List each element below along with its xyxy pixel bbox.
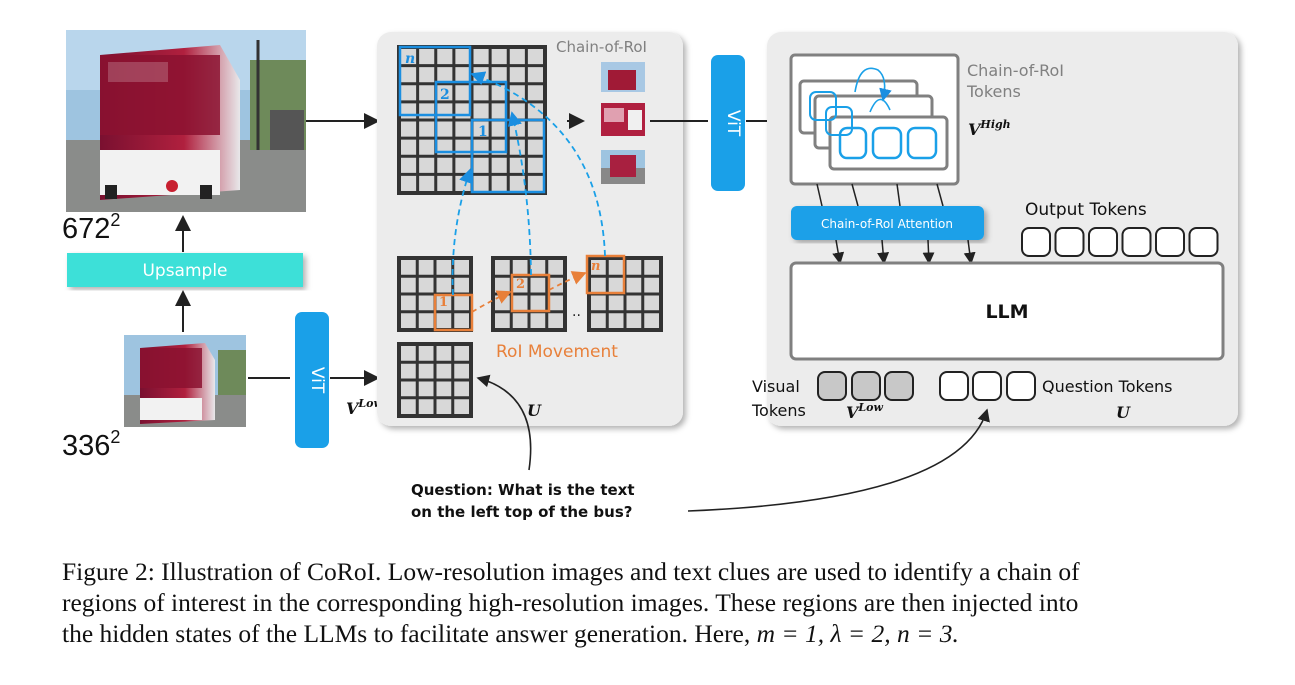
- chain-of-roi-attention-box: [791, 206, 984, 240]
- low-res-bus-image: [124, 335, 246, 427]
- tokens-title-1: Chain-of-RoI: [967, 61, 1064, 80]
- chain-of-roi-attention-label: Chain-of-RoI Attention: [821, 217, 953, 231]
- visual-tokens-label-1: Visual: [752, 377, 800, 396]
- roi-crop-3: [601, 150, 645, 184]
- visual-tokens-label-2: Tokens: [751, 401, 806, 420]
- v-low-symbol-right: V: [846, 403, 860, 422]
- v-high-symbol: V: [968, 120, 982, 139]
- low-res-grid-u: [397, 342, 473, 418]
- v-high-sup: High: [979, 118, 1010, 131]
- low-roi-marker-1: 1: [439, 295, 448, 310]
- vit-right-label: ViT: [723, 110, 743, 137]
- output-token-box: [1021, 227, 1051, 257]
- output-token-box: [1188, 227, 1219, 257]
- caption-line-2: regions of interest in the corresponding…: [62, 588, 1079, 617]
- svg-text:VLow: VLow: [346, 397, 383, 418]
- vit-right: [711, 55, 745, 191]
- tokens-title-2: Tokens: [966, 82, 1021, 101]
- chain-of-roi-tokens: [789, 53, 960, 186]
- llm-box: [789, 261, 1225, 361]
- question-tokens-label: Question Tokens: [1042, 377, 1173, 396]
- upsample-box: [67, 253, 303, 287]
- high-res-exp: 2: [110, 210, 120, 230]
- svg-text:VLow: VLow: [846, 401, 883, 422]
- llm-label: LLM: [985, 301, 1028, 323]
- low-res-exp: 2: [110, 427, 120, 447]
- roi-crop-2: [601, 103, 645, 136]
- question-line-1: Question: What is the text: [411, 481, 635, 499]
- v-low-sup: Low: [357, 397, 383, 410]
- caption-line-3: the hidden states of the LLMs to facilit…: [62, 618, 1252, 649]
- svg-text:3362: 3362: [62, 427, 120, 462]
- u-symbol-mid: U: [527, 401, 542, 420]
- output-token-boxes: [1021, 227, 1219, 257]
- question-line-2: on the left top of the bus?: [411, 503, 632, 521]
- output-token-box: [1121, 227, 1152, 257]
- v-low-sup-right: Low: [857, 401, 883, 414]
- low-roi-box-n: [585, 254, 626, 295]
- v-low-symbol: V: [346, 399, 360, 418]
- roi-movement-label: RoI Movement: [496, 342, 618, 362]
- roi-marker-1: 1: [478, 124, 488, 140]
- high-res-label: 672: [62, 213, 110, 245]
- roi-marker-n: n: [405, 51, 415, 67]
- caption-line-3-math: m = 1, λ = 2, n = 3.: [756, 619, 959, 648]
- roi-marker-2: 2: [440, 87, 450, 103]
- u-symbol-right: U: [1116, 403, 1131, 422]
- attention-arrows: [816, 183, 976, 265]
- question-to-grid-arrow: [476, 374, 532, 471]
- high-res-bus-image: [66, 30, 306, 212]
- caption-line-1: Figure 2: Illustration of CoRoI. Low-res…: [62, 557, 1080, 586]
- question-to-tokens-arrow: [687, 408, 990, 512]
- vit-left: [295, 312, 329, 448]
- svg-text:6722: 6722: [62, 210, 120, 245]
- roi-crop-1: [601, 62, 645, 92]
- svg-text:VHigh: VHigh: [968, 118, 1011, 139]
- low-res-grid-2: [491, 256, 567, 332]
- vit-left-label: ViT: [307, 367, 327, 394]
- grid-ellipsis: ..: [572, 304, 581, 320]
- output-tokens-label: Output Tokens: [1025, 200, 1147, 220]
- figure-caption: Figure 2: Illustration of CoRoI. Low-res…: [62, 556, 1252, 649]
- low-roi-marker-n: n: [591, 259, 600, 274]
- low-roi-marker-2: 2: [516, 277, 525, 292]
- upsample-label: Upsample: [142, 261, 227, 281]
- output-token-box: [1155, 227, 1185, 257]
- low-res-label: 336: [62, 430, 110, 462]
- visual-token-boxes: [817, 371, 914, 401]
- chain-of-roi-title: Chain-of-RoI: [556, 38, 647, 56]
- low-roi-box-1: [433, 293, 474, 332]
- output-token-box: [1088, 227, 1118, 257]
- corol-diagram: 6722 Upsample 3362 ViT VLow Chain-of-RoI…: [62, 30, 1238, 521]
- output-token-box: [1054, 227, 1085, 257]
- question-token-boxes: [939, 371, 1036, 401]
- caption-line-3-text: the hidden states of the LLMs to facilit…: [62, 619, 751, 648]
